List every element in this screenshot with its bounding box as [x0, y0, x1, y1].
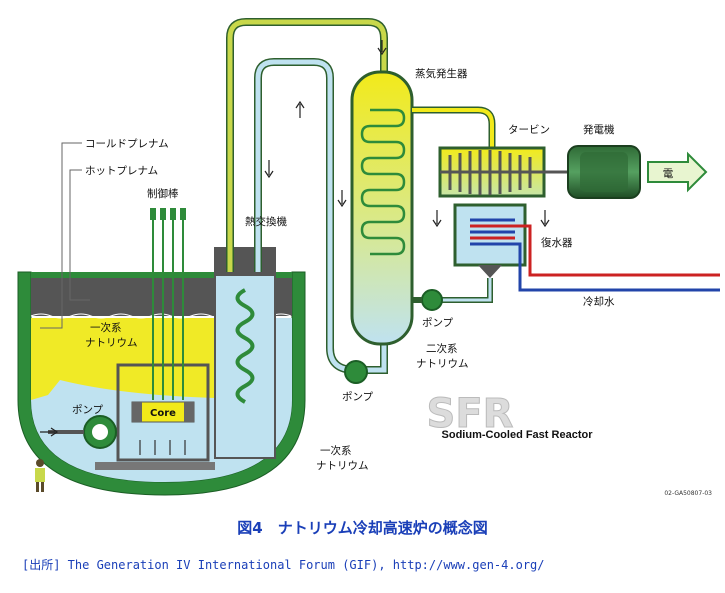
heat-exchanger-label: 熱交換機: [245, 215, 287, 228]
pump-secondary-right-label: ポンプ: [422, 317, 454, 329]
primary-pump: [48, 415, 117, 449]
turbine-label: タービン: [508, 124, 550, 136]
sfr-logo-text: SFR: [427, 391, 514, 437]
figure-caption: 図4 ナトリウム冷却高速炉の概念図: [237, 519, 488, 537]
pump-secondary-bottom-label: ポンプ: [342, 391, 374, 403]
leader-lines: [40, 142, 90, 329]
sfr-logo: SFR Sodium-Cooled Fast Reactor: [426, 391, 594, 442]
electric-arrow-icon: [647, 151, 708, 193]
turbine: [438, 146, 570, 198]
generator-label: 発電機: [583, 123, 615, 136]
person-icon: [35, 459, 45, 492]
secondary-loop: [226, 18, 388, 374]
control-rods: [150, 208, 186, 400]
secondary-sodium-label-2: ナトリウム: [416, 358, 469, 370]
primary-sodium-lower-label-2: ナトリウム: [316, 460, 369, 472]
hot-plenum-label: ホットプレナム: [85, 165, 158, 177]
electricity-label: 電: [663, 168, 674, 180]
cold-plenum-label: コールドプレナム: [85, 138, 169, 150]
steam-generator-label: 蒸気発生器: [415, 67, 468, 80]
steam-line: [412, 106, 496, 148]
secondary-pump: [344, 360, 368, 384]
sfr-diagram: Core: [17, 18, 720, 497]
generator: 電: [567, 145, 708, 199]
cooling-water-label: 冷却水: [583, 295, 615, 308]
condenser: [442, 203, 720, 303]
source-citation: [出所] The Generation IV International For…: [22, 558, 545, 572]
sfr-subtitle: Sodium-Cooled Fast Reactor: [442, 429, 594, 441]
primary-sodium-label-1: 一次系: [90, 321, 122, 334]
pump-primary-label: ポンプ: [72, 404, 104, 416]
flow-arrows: [40, 40, 550, 437]
steam-generator: [350, 70, 414, 346]
diagram-code: 02-GA50807-03: [664, 490, 712, 497]
pump-icon: [344, 360, 368, 384]
pump-icon: [421, 289, 443, 311]
control-rods-label: 制御棒: [147, 187, 179, 200]
secondary-sodium-label-1: 二次系: [426, 342, 458, 355]
intermediate-heat-exchanger: [214, 247, 276, 459]
core-label: Core: [150, 408, 176, 419]
primary-sodium-label-2: ナトリウム: [85, 337, 138, 349]
primary-sodium-lower-label-1: 一次系: [320, 444, 352, 457]
feedwater-pump: [412, 289, 443, 311]
reactor-core: Core: [95, 363, 215, 470]
condenser-label: 復水器: [541, 236, 573, 249]
